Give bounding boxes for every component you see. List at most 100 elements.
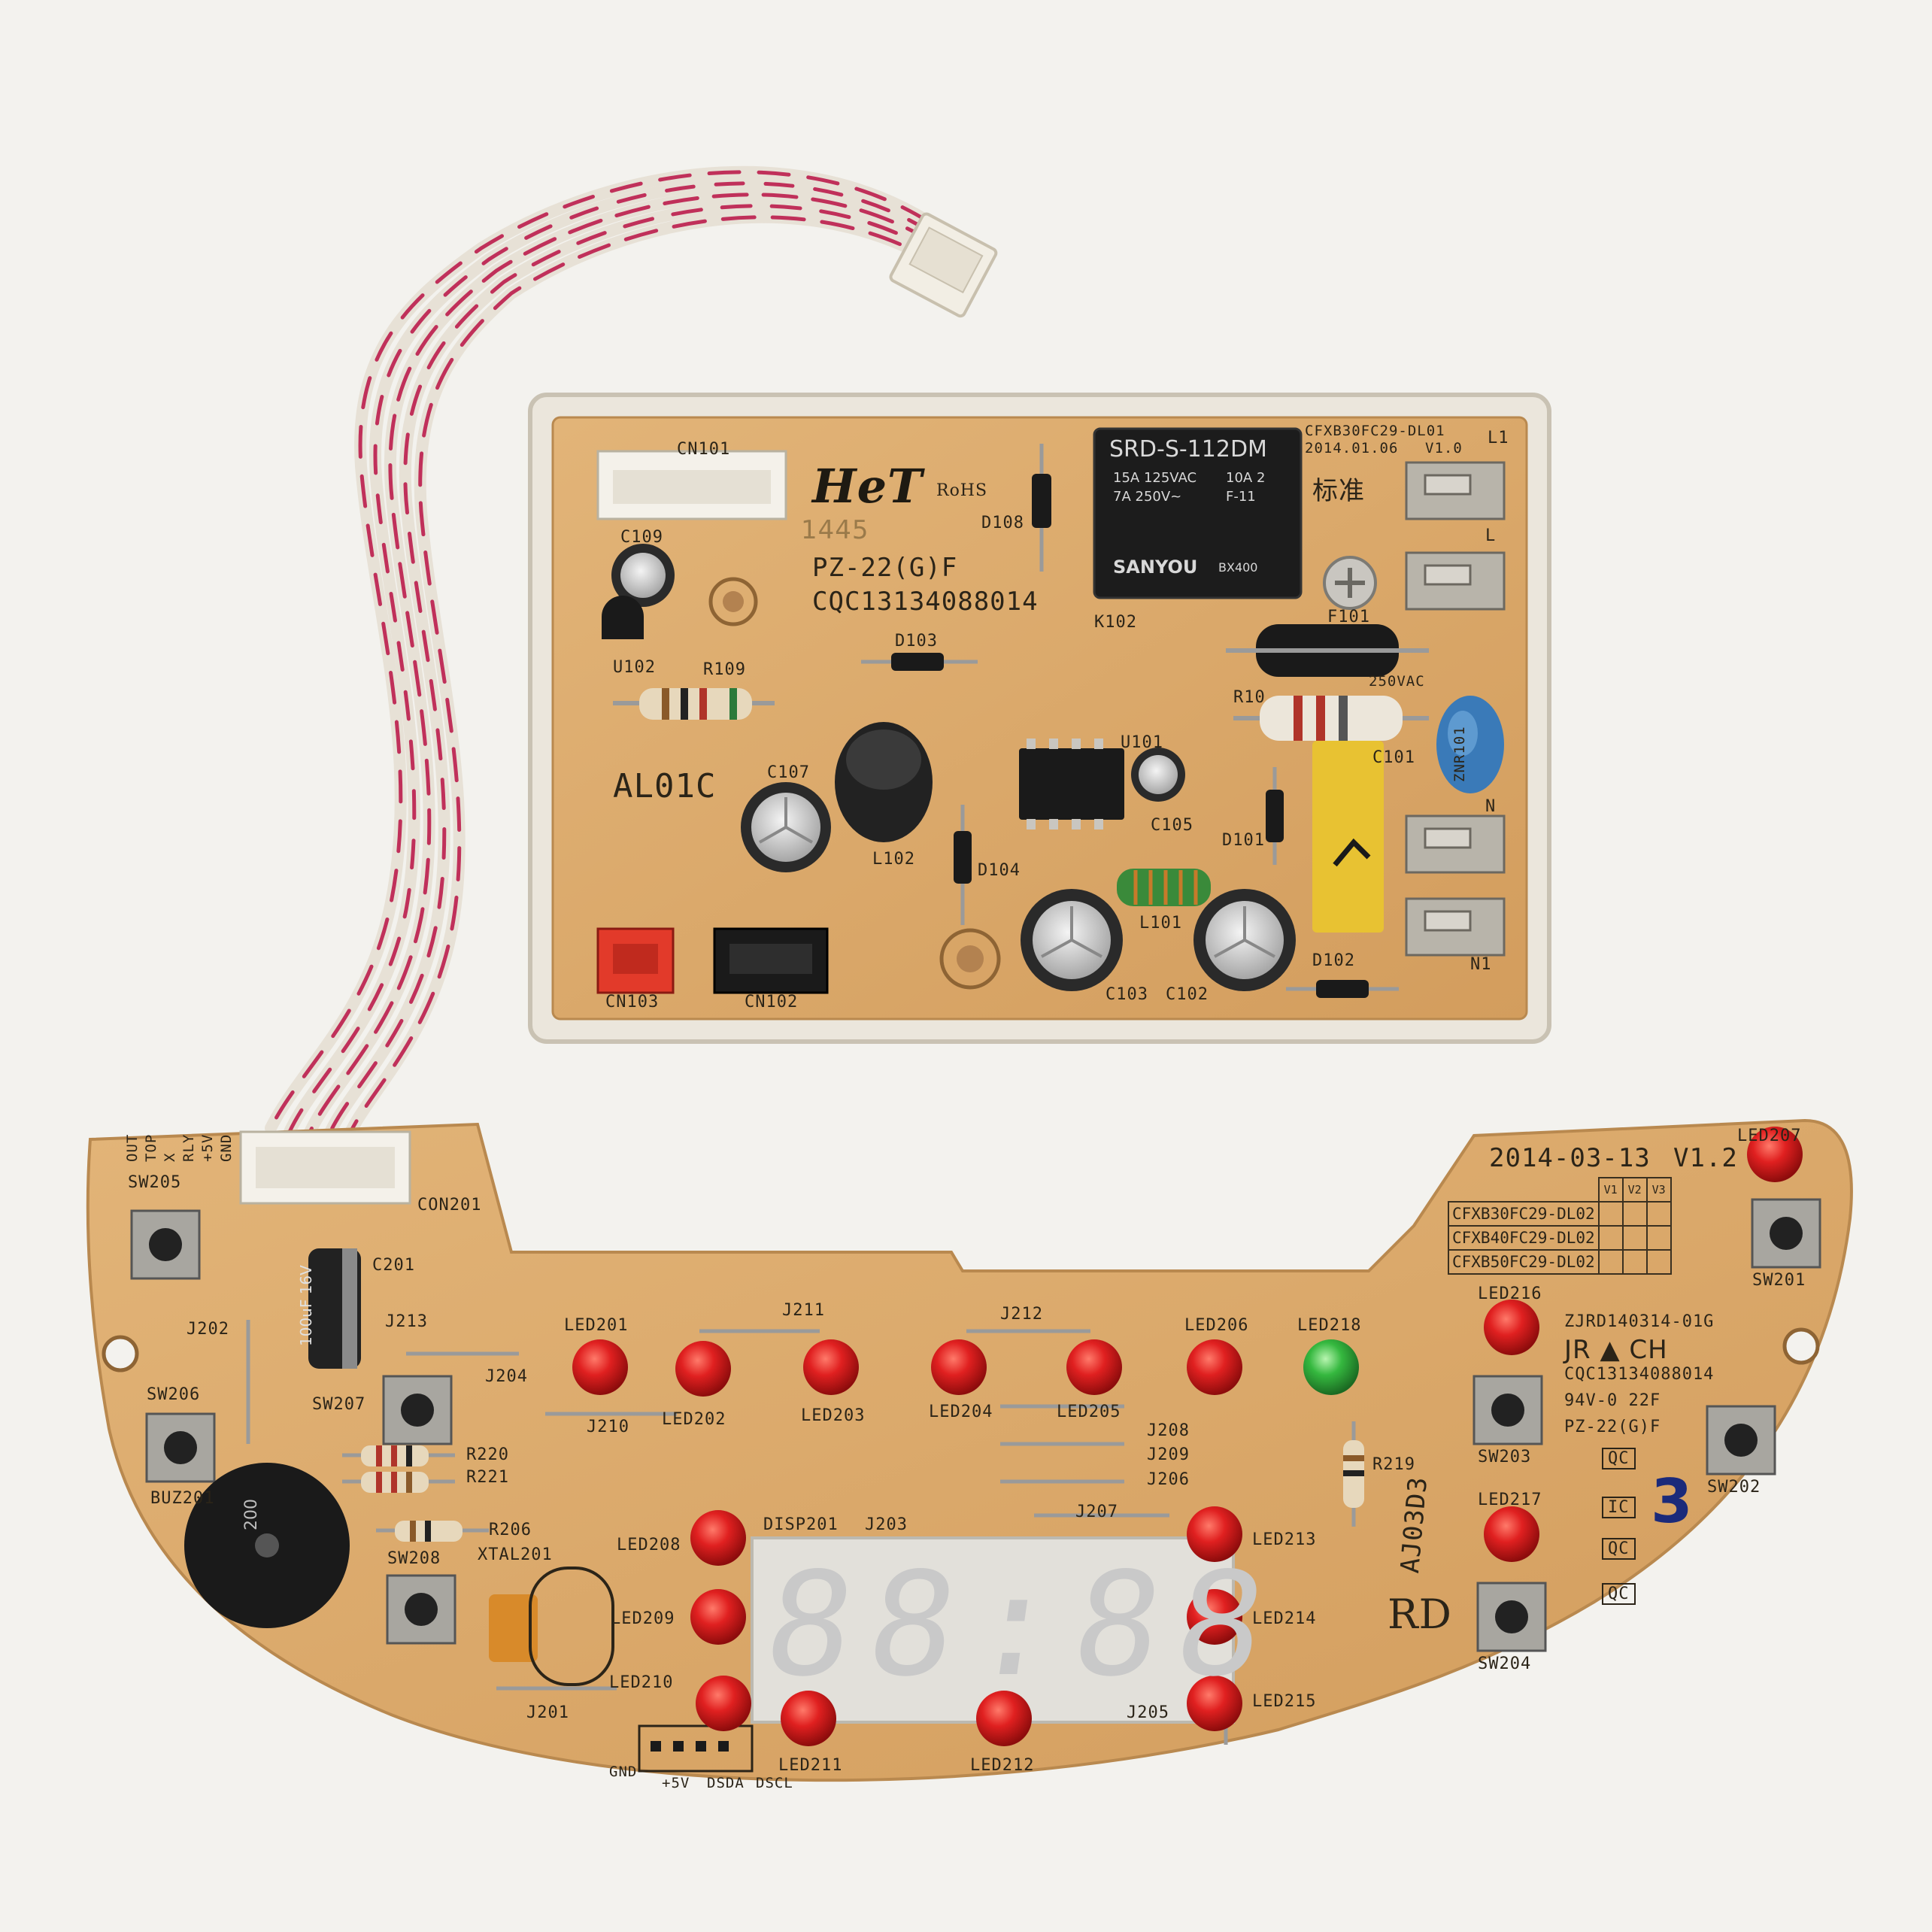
ref-l101: L101	[1139, 914, 1182, 933]
ref-sw207: SW207	[312, 1395, 366, 1414]
led-212	[976, 1691, 1032, 1746]
led-array	[572, 1127, 1803, 1746]
variant-header-v2: V2	[1621, 1177, 1648, 1203]
qc-box: QC	[1602, 1448, 1636, 1469]
ref-d103: D103	[895, 632, 938, 651]
conn-pin-5v: +5V	[199, 1133, 216, 1162]
ref-r206: R206	[489, 1521, 532, 1539]
ref-led217: LED217	[1478, 1491, 1542, 1509]
power-board-version-date: 2014.01.06	[1305, 440, 1399, 456]
ref-led210: LED210	[609, 1673, 674, 1692]
ref-f101: F101	[1327, 608, 1370, 626]
ref-j206: J206	[1147, 1470, 1190, 1489]
ref-znr101: ZNR101	[1451, 726, 1468, 782]
ref-250vac: 250VAC	[1369, 673, 1425, 690]
ref-d102: D102	[1312, 951, 1355, 970]
ref-c109: C109	[620, 528, 663, 547]
ref-j208: J208	[1147, 1421, 1190, 1440]
relay-brand: SANYOU	[1113, 557, 1198, 578]
variant-header-v3: V3	[1645, 1177, 1672, 1203]
ref-led203: LED203	[801, 1406, 866, 1425]
ref-u102: U102	[613, 658, 656, 677]
ref-u101: U101	[1121, 733, 1163, 752]
control-board	[86, 1118, 1853, 1782]
led-218	[1303, 1339, 1359, 1395]
ref-j205: J205	[1127, 1703, 1169, 1722]
ref-c201: C201	[372, 1256, 415, 1275]
pin-dscl: DSCL	[756, 1775, 793, 1791]
variant-row: CFXB30FC29-DL02	[1448, 1201, 1600, 1227]
ref-led208: LED208	[617, 1536, 681, 1554]
led-216	[1484, 1300, 1539, 1355]
ref-disp201: DISP201	[763, 1515, 839, 1534]
part-number: ZJRD140314-01G	[1564, 1312, 1715, 1331]
spade-terminals	[1405, 461, 1506, 957]
ref-led207: LED207	[1737, 1127, 1802, 1145]
led-208	[690, 1510, 746, 1566]
ref-j212: J212	[1000, 1305, 1043, 1324]
ref-j211: J211	[782, 1301, 825, 1320]
relay-k102	[1094, 429, 1301, 598]
control-board-cert: CQC13134088014	[1564, 1365, 1715, 1384]
ref-led211: LED211	[778, 1756, 843, 1775]
ref-n1: N1	[1470, 955, 1492, 974]
handwritten-code: 1445	[801, 515, 869, 545]
qc-box: QC	[1602, 1538, 1636, 1560]
ref-xtal201: XTAL201	[478, 1545, 553, 1564]
ref-con201: CON201	[417, 1196, 482, 1215]
ref-buz201: BUZ201	[150, 1489, 215, 1508]
ref-led213: LED213	[1252, 1530, 1317, 1549]
led-205	[1066, 1339, 1122, 1395]
led-204	[931, 1339, 987, 1395]
ref-sw202: SW202	[1707, 1478, 1761, 1497]
ref-j204: J204	[485, 1367, 528, 1386]
cable-plug	[889, 212, 998, 318]
ref-sw206: SW206	[147, 1385, 201, 1404]
led-201	[572, 1339, 628, 1395]
led-209	[690, 1589, 746, 1645]
ref-led202: LED202	[662, 1410, 726, 1429]
power-board-model: PZ-22(G)F	[812, 553, 958, 583]
ref-n: N	[1485, 797, 1497, 816]
ref-r220: R220	[466, 1445, 509, 1464]
buzzer-marking: 200	[242, 1499, 261, 1530]
control-board-date: 2014-03-13	[1489, 1143, 1651, 1173]
power-board-version-rev: V1.0	[1425, 440, 1463, 456]
variant-header-v1: V1	[1597, 1177, 1624, 1203]
led-203	[803, 1339, 859, 1395]
ref-k102: K102	[1094, 613, 1137, 632]
jr-mark: JR ▲ CH	[1564, 1335, 1668, 1365]
conn-pin-gnd: GND	[218, 1133, 235, 1162]
ref-j202: J202	[187, 1320, 229, 1339]
ref-j201: J201	[526, 1703, 569, 1722]
ref-sw205: SW205	[128, 1173, 182, 1192]
led-217	[1484, 1506, 1539, 1562]
ref-cn101: CN101	[677, 440, 731, 459]
led-214	[1187, 1589, 1242, 1645]
ref-led216: LED216	[1478, 1284, 1542, 1303]
ref-cn102: CN102	[745, 993, 799, 1011]
ref-sw201: SW201	[1752, 1271, 1806, 1290]
ref-c102: C102	[1166, 985, 1209, 1004]
qc-box: IC	[1602, 1497, 1636, 1518]
led-202	[675, 1341, 731, 1397]
pin-gnd: GND	[609, 1764, 638, 1780]
relay-line1: 15A 125VAC	[1113, 470, 1197, 486]
ref-l1: L1	[1488, 429, 1509, 447]
pin-5v: +5V	[662, 1775, 690, 1791]
led-207	[1747, 1127, 1803, 1182]
ref-led205: LED205	[1057, 1403, 1121, 1421]
ref-c103: C103	[1106, 985, 1148, 1004]
ref-led209: LED209	[611, 1609, 675, 1628]
conn-pin-x: X	[162, 1152, 178, 1162]
relay-line2: 7A 250V~	[1113, 489, 1182, 505]
ribbon-cable	[265, 165, 950, 1149]
power-board-brand: HeT	[812, 459, 924, 514]
ref-d108: D108	[981, 514, 1024, 532]
relay-line3: 10A 2	[1226, 470, 1266, 486]
ref-r109: R109	[703, 660, 746, 679]
ref-c107: C107	[767, 763, 810, 782]
ref-j210: J210	[587, 1418, 629, 1436]
led-213	[1187, 1506, 1242, 1562]
